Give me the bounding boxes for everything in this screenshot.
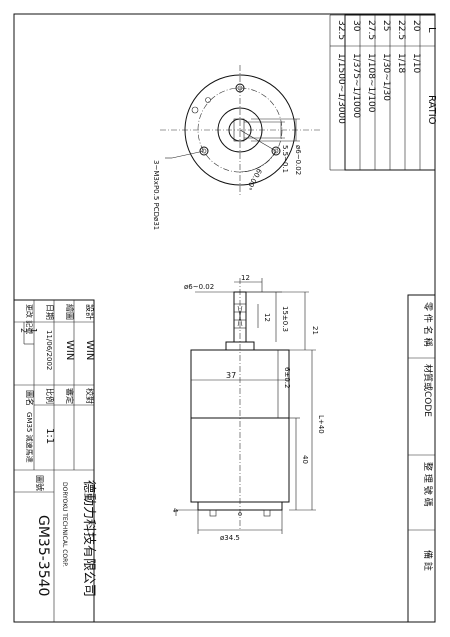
parts-item-no: 整 理 號 碼 — [422, 462, 434, 507]
tb-scale-value: 1:1 — [44, 428, 55, 444]
ratio-row-l: 27.5 — [366, 20, 376, 40]
tb-drawing-no-label: 圖號 — [35, 475, 45, 491]
tb-company-cn: 德動力科技有限公司 — [81, 480, 96, 597]
dim-terminal: 4 — [171, 508, 179, 513]
ratio-row-l: 25 — [381, 20, 391, 31]
dim-boss: 15±0.3 — [281, 306, 289, 332]
dim-end-shaft: ø6~0.02 — [294, 145, 302, 175]
tb-rev-2: 2 — [19, 328, 28, 333]
tb-drawing-name-label: 圖名 — [25, 390, 35, 406]
tb-draw-label: 繪圖 — [65, 304, 75, 320]
tb-drawing-name-value: GM35 減速馬達 — [25, 412, 34, 463]
dim-end-angle: 60.00° — [244, 167, 263, 191]
dim-motor-len: 40 — [301, 455, 309, 464]
tb-date-label: 日期 — [45, 304, 54, 320]
dim-motor-dia: ø34.5 — [220, 534, 240, 542]
ratio-row-ratio: 1/18 — [396, 53, 406, 73]
ratio-header-ratio: RATIO — [426, 95, 437, 125]
terminal — [263, 509, 271, 517]
ratio-row-l: 22.5 — [396, 20, 406, 40]
tb-check-label: 校對 — [85, 388, 95, 404]
parts-part-name: 零 件 名 稱 — [422, 302, 434, 347]
tb-design-value: WIN — [84, 340, 95, 360]
shaft-flat — [233, 118, 245, 142]
dim-shaft-len: 12 — [241, 274, 250, 282]
hole-note: 3~M3xP0.5 PCDø31 — [152, 160, 160, 230]
dim-end-flat: 5.5~0.1 — [281, 145, 289, 173]
tb-approve-label: 審定 — [65, 388, 75, 404]
tb-company-en: DORYOKU TECHNICAL CORP. — [61, 482, 68, 567]
tb-rev-1: 1 — [29, 328, 38, 333]
dim-boss-len: 21 — [311, 326, 319, 335]
ratio-header-l: L — [426, 27, 437, 33]
ratio-table: L RATIO 20 1/10 22.5 1/18 25 1/30~1/30 2… — [336, 14, 437, 171]
ratio-row-ratio: 1/108~1/100 — [366, 53, 376, 113]
mount-hole — [271, 146, 281, 156]
boss-circle — [217, 107, 263, 153]
dim-gear-dia: 37 — [226, 371, 236, 380]
mount-hole — [199, 146, 209, 156]
side-view: ø6~0.02 12 12 15±0.3 21 37 6±0.2 L+40 40 — [171, 274, 325, 542]
ratio-row-ratio: 1/375~1/1000 — [351, 53, 361, 118]
dim-flat-len: 12 — [263, 313, 271, 322]
parts-remarks: 備 註 — [422, 550, 434, 571]
mount-hole — [235, 83, 245, 93]
motor-end-cap — [197, 501, 283, 511]
gearbox-outline — [184, 74, 296, 186]
ratio-row-ratio: 1/1500~1/3000 — [336, 53, 346, 124]
pcd-circle — [197, 87, 283, 173]
tb-date-value: 11/06/2002 — [45, 330, 53, 370]
dim-shaft-dia: ø6~0.02 — [184, 283, 214, 291]
tb-scale-label: 比例 — [45, 388, 55, 404]
dim-total: L+40 — [317, 415, 325, 434]
title-block: 設計 繪圖 日期 更改 記號 WIN WIN 11/06/2002 1 2 校對… — [13, 299, 96, 623]
ratio-row-ratio: 1/10 — [411, 53, 421, 73]
dim-boss-h: 6±0.2 — [283, 367, 291, 388]
parts-material: 材質或CODE — [422, 364, 434, 417]
ratio-row-l: 32.5 — [336, 20, 346, 40]
ratio-row-l: 30 — [351, 20, 361, 32]
terminal — [209, 509, 217, 517]
end-view: 3~M3xP0.5 PCDø31 ø6~0.02 5.5~0.1 60.00° — [152, 65, 320, 230]
ratio-row-l: 20 — [411, 20, 421, 32]
tb-draw-value: WIN — [64, 340, 75, 360]
tb-rev-label: 更改 記號 — [25, 304, 34, 334]
tb-drawing-no-value: GM35-3540 — [35, 515, 51, 596]
tb-design-label: 設計 — [85, 304, 95, 320]
ratio-row-ratio: 1/30~1/30 — [381, 53, 391, 101]
parts-header: 零 件 名 稱 材質或CODE 整 理 號 碼 備 註 — [407, 294, 436, 623]
